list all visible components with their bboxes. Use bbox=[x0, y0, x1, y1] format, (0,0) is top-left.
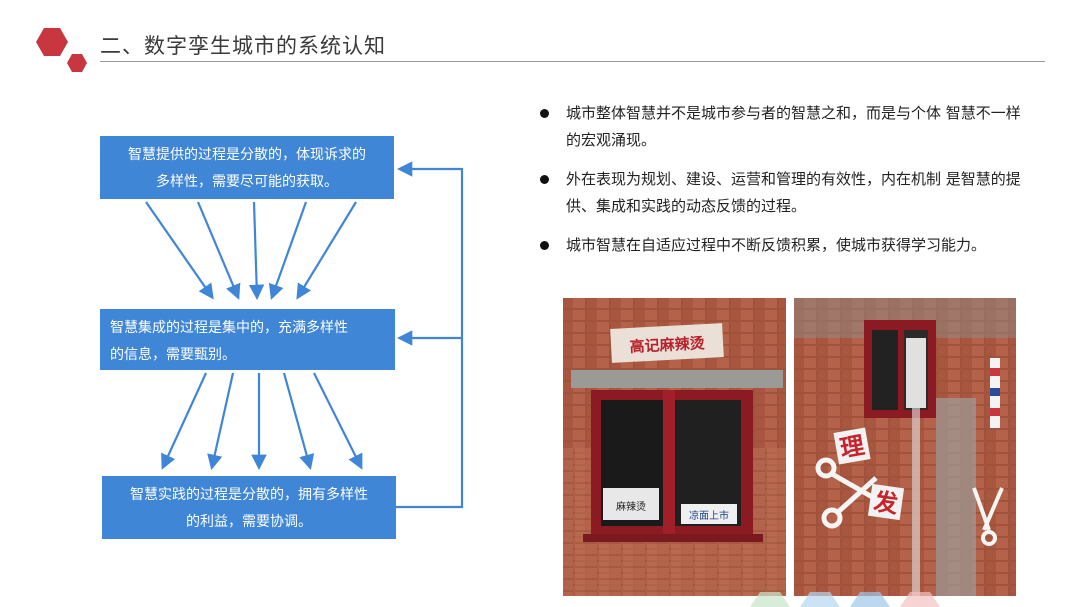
hexagon-logo-icon bbox=[36, 28, 87, 72]
bullet-item: 城市智慧在自适应过程中不断反馈积累，使城市获得学习能力。 bbox=[540, 232, 1030, 259]
flow-box-integrate-line2: 的信息，需要甄别。 bbox=[110, 347, 236, 363]
window-note-1: 麻辣烫 bbox=[616, 500, 646, 513]
flow-box-practice: 智慧实践的过程是分散的，拥有多样性 的利益，需要协调。 bbox=[102, 476, 396, 539]
scissors-icon bbox=[972, 487, 1004, 546]
bullet-item: 城市整体智慧并不是城市参与者的智慧之和，而是与个体 智慧不一样的宏观涌现。 bbox=[540, 100, 1030, 154]
bullet-dot-icon bbox=[540, 175, 549, 184]
flow-box-integrate: 智慧集成的过程是集中的，充满多样性 的信息，需要甄别。 bbox=[100, 309, 395, 370]
bullet-text: 外在表现为规划、建设、运营和管理的有效性，内在机制 是智慧的提供、集成和实践的动… bbox=[566, 170, 1021, 215]
arrow-2-3-e bbox=[313, 372, 363, 470]
bullet-text: 城市整体智慧并不是城市参与者的智慧之和，而是与个体 智慧不一样的宏观涌现。 bbox=[566, 104, 1021, 149]
arrow-1-2-e bbox=[296, 201, 357, 300]
bullet-list: 城市整体智慧并不是城市参与者的智慧之和，而是与个体 智慧不一样的宏观涌现。 外在… bbox=[540, 100, 1030, 271]
footer-hexagons-icon bbox=[750, 592, 940, 607]
flow-box-provide: 智慧提供的过程是分散的，体现诉求的 多样性，需要尽可能的获取。 bbox=[100, 136, 394, 199]
scissors-icon bbox=[815, 457, 878, 529]
arrow-1-2-d bbox=[268, 201, 308, 300]
flow-box-integrate-line1: 智慧集成的过程是集中的，充满多样性 bbox=[110, 320, 348, 336]
arrow-2-3-d bbox=[282, 372, 315, 470]
arrow-1-2-a bbox=[145, 201, 214, 300]
bullet-text: 城市智慧在自适应过程中不断反馈积累，使城市获得学习能力。 bbox=[566, 236, 987, 254]
arrow-1-2-c bbox=[248, 201, 265, 301]
barber-char-1: 理 bbox=[838, 431, 866, 463]
bullet-dot-icon bbox=[540, 109, 549, 118]
flow-box-practice-line2: 的利益，需要协调。 bbox=[186, 514, 312, 530]
bullet-dot-icon bbox=[540, 241, 549, 250]
shop-sign: 高记麻辣烫 bbox=[629, 334, 706, 356]
flow-box-provide-line1: 智慧提供的过程是分散的，体现诉求的 bbox=[128, 147, 366, 163]
arrow-2-3-a bbox=[161, 372, 208, 470]
photo-brick-window: 高记麻辣烫 麻辣烫 凉面上市 bbox=[563, 298, 786, 596]
window-note-2: 凉面上市 bbox=[689, 509, 729, 522]
flow-box-practice-line1: 智慧实践的过程是分散的，拥有多样性 bbox=[130, 487, 368, 503]
arrow-2-3-b bbox=[207, 372, 235, 471]
barber-char-2: 发 bbox=[871, 487, 900, 518]
photo-barber-wall: 理 发 bbox=[794, 298, 1016, 596]
page-title: 二、数字孪生城市的系统认知 bbox=[100, 34, 386, 58]
flow-box-provide-line2: 多样性，需要尽可能的获取。 bbox=[156, 174, 338, 190]
bullet-item: 外在表现为规划、建设、运营和管理的有效性，内在机制 是智慧的提供、集成和实践的动… bbox=[540, 166, 1030, 220]
arrow-1-2-b bbox=[196, 201, 241, 300]
title-divider bbox=[100, 61, 1045, 62]
